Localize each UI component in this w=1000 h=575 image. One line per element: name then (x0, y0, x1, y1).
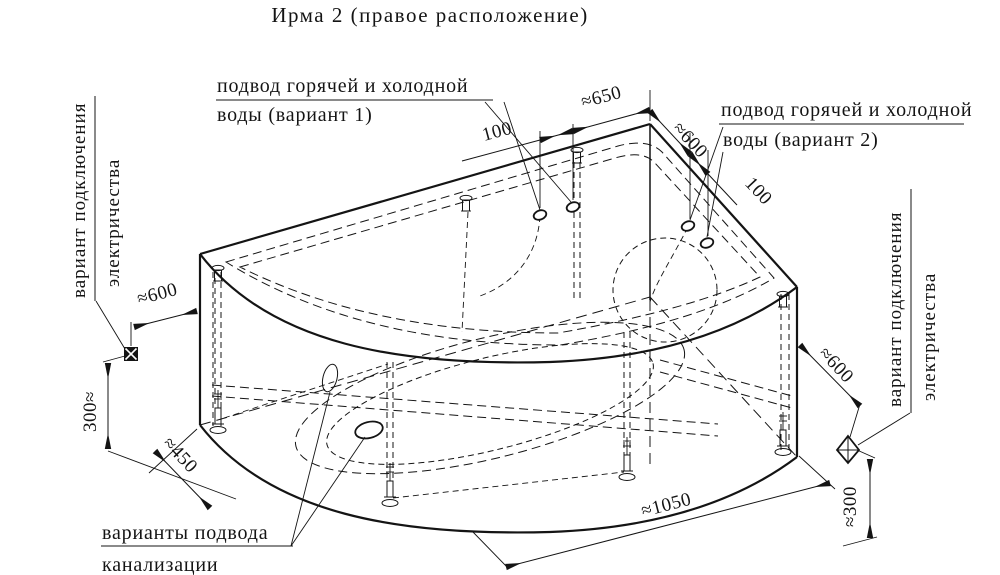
rail-4 (659, 371, 793, 409)
dim-100-top (539, 127, 574, 144)
bowl-bottom-inner (326, 343, 654, 465)
dim-450-left (152, 448, 213, 511)
leader-sewer-b (290, 436, 366, 547)
seat-circle (612, 237, 718, 343)
bowl-bottom-outline (294, 321, 686, 475)
leader-v2-a (689, 126, 724, 221)
top-front-rim-curve (199, 253, 798, 364)
dim-650-top (572, 106, 651, 135)
dim-label-450: ≈450 (158, 433, 201, 477)
dim-100-right (687, 151, 711, 177)
sewer-point-1 (321, 363, 339, 393)
label-supply-v1-line2: воды (вариант 1) (217, 104, 373, 126)
bath-rim-dashed (224, 142, 775, 475)
rail-3 (659, 359, 793, 397)
dim-label-650: ≈650 (579, 82, 624, 113)
electrical-symbols (124, 347, 861, 465)
water-supply-v1-point-2 (565, 201, 581, 213)
dim-label-100-right: 100 (740, 173, 776, 209)
label-supply-v1-line1: подвод горячей и холодной (217, 75, 468, 97)
annotation-texts: подвод горячей и холодной воды (вариант … (69, 75, 972, 575)
electric-symbol-right (835, 434, 861, 465)
frame-legs (209, 146, 792, 507)
label-electric-right-line1: вариант подключения (885, 211, 906, 407)
leader-electric-right (857, 412, 911, 446)
rim-inner (238, 154, 761, 334)
water-supply-v2-point-1 (680, 220, 696, 232)
bottom-front-curve (199, 424, 798, 534)
label-supply-v2-line1: подвод горячей и холодной (721, 99, 972, 121)
dim-600-right (797, 342, 863, 409)
pipe-curve-2 (649, 226, 689, 303)
dimension-lines (104, 106, 874, 571)
dim-label-600-left: ≈600 (135, 279, 180, 310)
label-electric-left-line1: вариант подключения (69, 102, 90, 298)
brace-2 (392, 471, 625, 499)
dim-600-top-right (647, 108, 693, 157)
post-mid (461, 211, 469, 333)
dim-100-top-tail (461, 139, 541, 162)
leader-v2-b (706, 151, 724, 238)
leg-foot-e (618, 436, 636, 481)
sewer-point-2 (354, 420, 384, 440)
water-supply-v1-point-1 (532, 209, 548, 221)
drawing-title: Ирма 2 (правое расположение) (271, 3, 588, 27)
bottom-edge-back-right-hidden (649, 296, 798, 458)
rail-1 (211, 384, 719, 425)
dim-100-right-tail (707, 173, 738, 206)
extension-lines (102, 90, 878, 570)
top-edge-back-left (199, 122, 651, 256)
dim-label-300-right: ≈300 (840, 486, 861, 527)
leader-v1-b (503, 101, 541, 211)
leader-electric-left (95, 300, 126, 350)
electric-symbol-left (124, 347, 138, 361)
dim-600-left (133, 307, 198, 331)
leader-lines (95, 101, 911, 547)
label-electric-right-line2: электричества (919, 273, 940, 401)
leader-v1-a (484, 101, 572, 203)
frame-rails (211, 211, 793, 499)
dim-1050-bottom (505, 479, 831, 571)
rail-2 (211, 395, 719, 437)
pipe-curve-1 (479, 215, 541, 297)
brace-1 (223, 363, 389, 419)
water-supply-v2-point-2 (699, 237, 715, 249)
bath-envelope (198, 122, 799, 534)
rim-screw-c (459, 194, 473, 212)
bottom-edge-back-left-hidden (199, 296, 651, 426)
connection-markers (321, 201, 715, 440)
leg-foot-b (381, 462, 399, 507)
label-sewer-line1: варианты подвода (102, 522, 268, 544)
dim-label-600-right: ≈600 (814, 343, 857, 387)
rim-outer (224, 142, 775, 346)
annotation-underlines (94, 96, 964, 547)
dim-label-300-left: 300≈ (80, 391, 101, 432)
dim-label-100-top: 100 (480, 118, 514, 146)
label-supply-v2-line2: воды (вариант 2) (723, 129, 879, 151)
leader-sewer-a (290, 391, 331, 547)
label-electric-left-line2: электричества (103, 159, 124, 287)
label-sewer-line2: канализации (102, 554, 218, 575)
